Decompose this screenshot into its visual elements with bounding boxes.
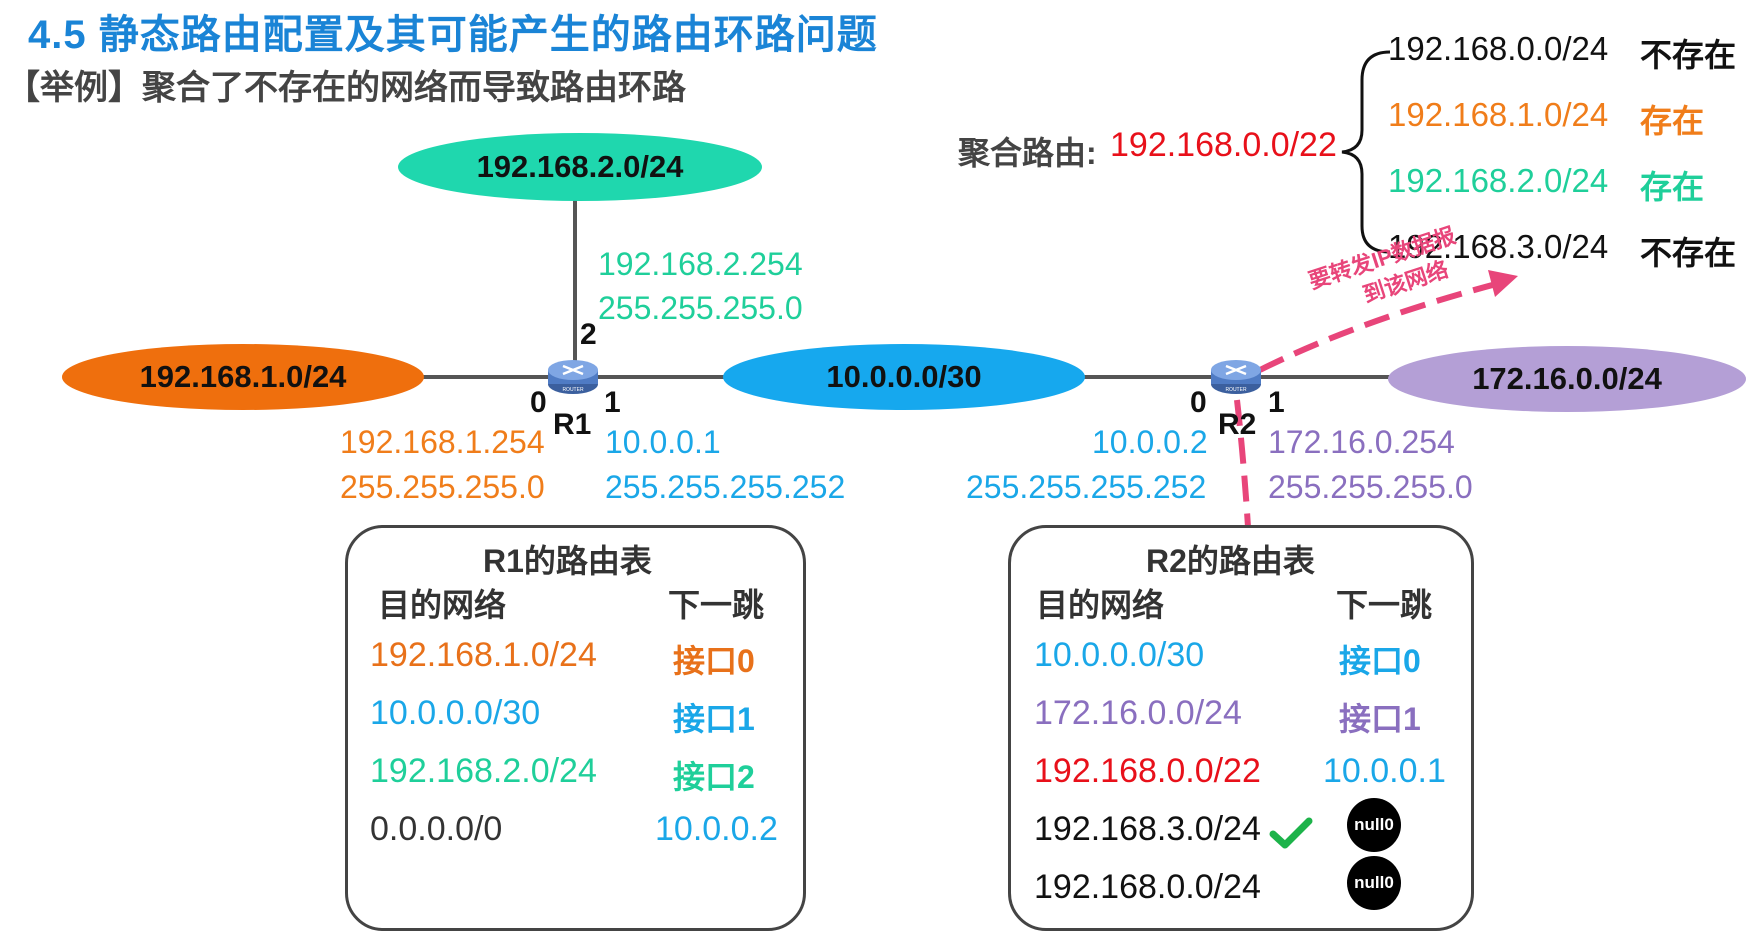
r2-port1-label: 1 bbox=[1268, 386, 1285, 419]
table-row-dest: 10.0.0.0/30 bbox=[1034, 636, 1205, 674]
aggregate-item-net: 192.168.1.0/24 bbox=[1388, 96, 1609, 133]
r1-col-dest: 目的网络 bbox=[378, 587, 507, 623]
network-label: 172.16.0.0/24 bbox=[1472, 361, 1662, 396]
r2-if1-mask: 255.255.255.0 bbox=[1268, 469, 1473, 505]
svg-text:ROUTER: ROUTER bbox=[562, 387, 584, 393]
r1-if2-mask: 255.255.255.0 bbox=[598, 290, 803, 326]
r2-port0-label: 0 bbox=[1190, 386, 1207, 419]
r1-table-title: R1的路由表 bbox=[483, 543, 652, 579]
r1-port1-label: 1 bbox=[604, 386, 621, 419]
null0-badge: null0 bbox=[1347, 856, 1401, 910]
aggregate-item-net: 192.168.2.0/24 bbox=[1388, 162, 1609, 199]
aggregate-item-net: 192.168.0.0/24 bbox=[1388, 30, 1609, 67]
forward-arrow-head bbox=[1488, 270, 1518, 297]
forward-arrow-line bbox=[1258, 280, 1501, 373]
r1-if1-mask: 255.255.255.252 bbox=[605, 469, 846, 505]
table-row-next: 10.0.0.2 bbox=[655, 810, 778, 848]
r1-if0-mask: 255.255.255.0 bbox=[340, 469, 545, 505]
router-icon: ROUTER bbox=[1209, 356, 1263, 396]
r1-if0-ip: 192.168.1.254 bbox=[340, 424, 545, 460]
page-title: 4.5 静态路由配置及其可能产生的路由环路问题 bbox=[28, 13, 878, 57]
network-label: 10.0.0.0/30 bbox=[826, 359, 982, 394]
r2-col-next: 下一跳 bbox=[1336, 587, 1433, 623]
r1-if1-ip: 10.0.0.1 bbox=[605, 424, 721, 460]
table-row-next: 接口0 bbox=[673, 643, 755, 679]
table-row-next: 接口0 bbox=[1339, 643, 1421, 679]
r2-routing-table: R2的路由表 目的网络 下一跳 10.0.0.0/30 接口0 172.16.0… bbox=[1008, 525, 1474, 931]
table-row-dest: 192.168.1.0/24 bbox=[370, 636, 597, 674]
table-row-next: 接口1 bbox=[1339, 701, 1421, 737]
aggregate-item-status: 不存在 bbox=[1640, 235, 1737, 271]
table-row-next: 接口1 bbox=[673, 701, 755, 737]
network-label: 192.168.2.0/24 bbox=[476, 149, 684, 184]
table-row-dest: 192.168.3.0/24 bbox=[1034, 810, 1261, 848]
null0-badge: null0 bbox=[1347, 798, 1401, 852]
r2-if0-ip: 10.0.0.2 bbox=[1092, 424, 1208, 460]
page-subtitle: 【举例】聚合了不存在的网络而导致路由环路 bbox=[6, 69, 686, 107]
network-172: 172.16.0.0/24 bbox=[1388, 346, 1746, 412]
r1-port2-label: 2 bbox=[580, 318, 597, 351]
table-row-dest: 192.168.0.0/24 bbox=[1034, 868, 1261, 906]
network-10: 10.0.0.0/30 bbox=[723, 344, 1085, 410]
aggregate-item-status: 存在 bbox=[1640, 103, 1705, 139]
table-row-dest: 0.0.0.0/0 bbox=[370, 810, 503, 848]
network-192-168-1: 192.168.1.0/24 bbox=[62, 344, 424, 410]
r1-port0-label: 0 bbox=[530, 386, 547, 419]
network-192-168-2: 192.168.2.0/24 bbox=[398, 133, 762, 201]
table-row-dest: 192.168.0.0/22 bbox=[1034, 752, 1261, 790]
aggregate-route: 192.168.0.0/22 bbox=[1110, 126, 1337, 164]
aggregate-item-status: 不存在 bbox=[1640, 37, 1737, 73]
aggregate-brace bbox=[1341, 50, 1391, 254]
aggregate-label: 聚合路由: bbox=[958, 135, 1097, 171]
svg-text:ROUTER: ROUTER bbox=[1225, 387, 1247, 393]
router-icon: ROUTER bbox=[546, 356, 600, 396]
aggregate-item-status: 存在 bbox=[1640, 169, 1705, 205]
r1-if2-ip: 192.168.2.254 bbox=[598, 246, 803, 282]
table-row-dest: 192.168.2.0/24 bbox=[370, 752, 597, 790]
table-row-next: 接口2 bbox=[673, 759, 755, 795]
r2-table-title: R2的路由表 bbox=[1146, 543, 1315, 579]
table-row-dest: 172.16.0.0/24 bbox=[1034, 694, 1242, 732]
r2-col-dest: 目的网络 bbox=[1036, 587, 1165, 623]
r1-routing-table: R1的路由表 目的网络 下一跳 192.168.1.0/24 接口0 10.0.… bbox=[345, 525, 806, 931]
r1-name: R1 bbox=[553, 408, 592, 441]
r1-col-next: 下一跳 bbox=[668, 587, 765, 623]
network-label: 192.168.1.0/24 bbox=[139, 359, 347, 394]
r2-if1-ip: 172.16.0.254 bbox=[1268, 424, 1455, 460]
r2-if0-mask: 255.255.255.252 bbox=[966, 469, 1207, 505]
check-icon bbox=[1269, 817, 1313, 849]
table-row-dest: 10.0.0.0/30 bbox=[370, 694, 541, 732]
table-row-next: 10.0.0.1 bbox=[1323, 752, 1446, 790]
r2-name: R2 bbox=[1218, 408, 1257, 441]
aggregate-item-net: 192.168.3.0/24 bbox=[1388, 228, 1609, 265]
